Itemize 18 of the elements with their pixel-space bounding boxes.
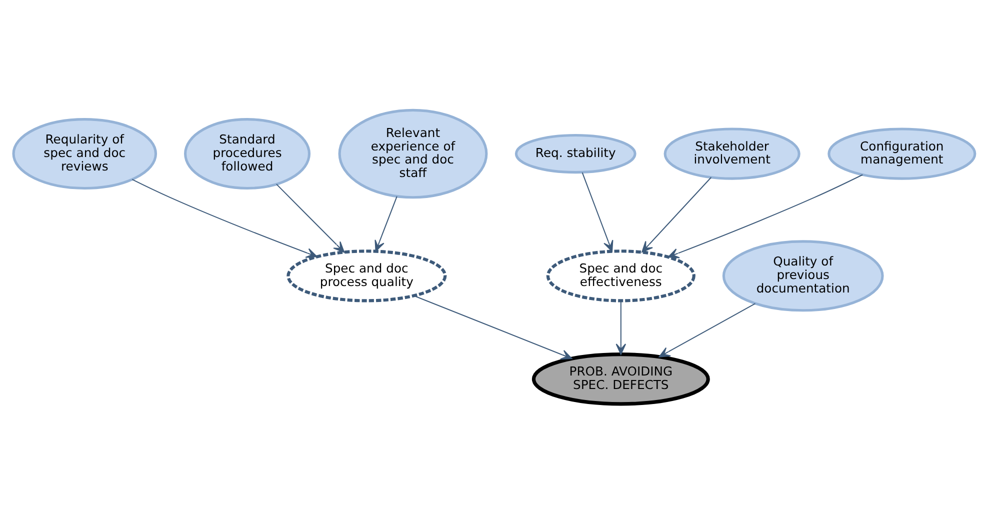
node-ellipse: Quality of previous documentation — [722, 240, 884, 312]
node-ellipse: Relevant experience of spec and doc staff — [338, 108, 488, 198]
node-ellipse: Req. stability — [514, 133, 636, 174]
arrow — [276, 183, 344, 252]
arrow — [667, 174, 862, 258]
node-ellipse: Stakeholder involvement — [663, 127, 800, 180]
node-ellipse: PROB. AVOIDING SPEC. DEFECTS — [531, 352, 710, 406]
arrow — [131, 178, 317, 258]
arrow — [374, 196, 397, 252]
arrow — [413, 294, 572, 360]
node-ellipse: Configuration management — [827, 127, 976, 180]
arrow — [641, 176, 712, 252]
node-ellipse: Standard procedures followed — [184, 118, 310, 190]
arrow — [658, 302, 755, 357]
arrow — [615, 300, 626, 354]
node-ellipse: Reqularity of spec and doc reviews — [12, 118, 157, 190]
node-ellipse: Spec and doc process quality — [286, 249, 446, 302]
arrow — [581, 172, 613, 252]
